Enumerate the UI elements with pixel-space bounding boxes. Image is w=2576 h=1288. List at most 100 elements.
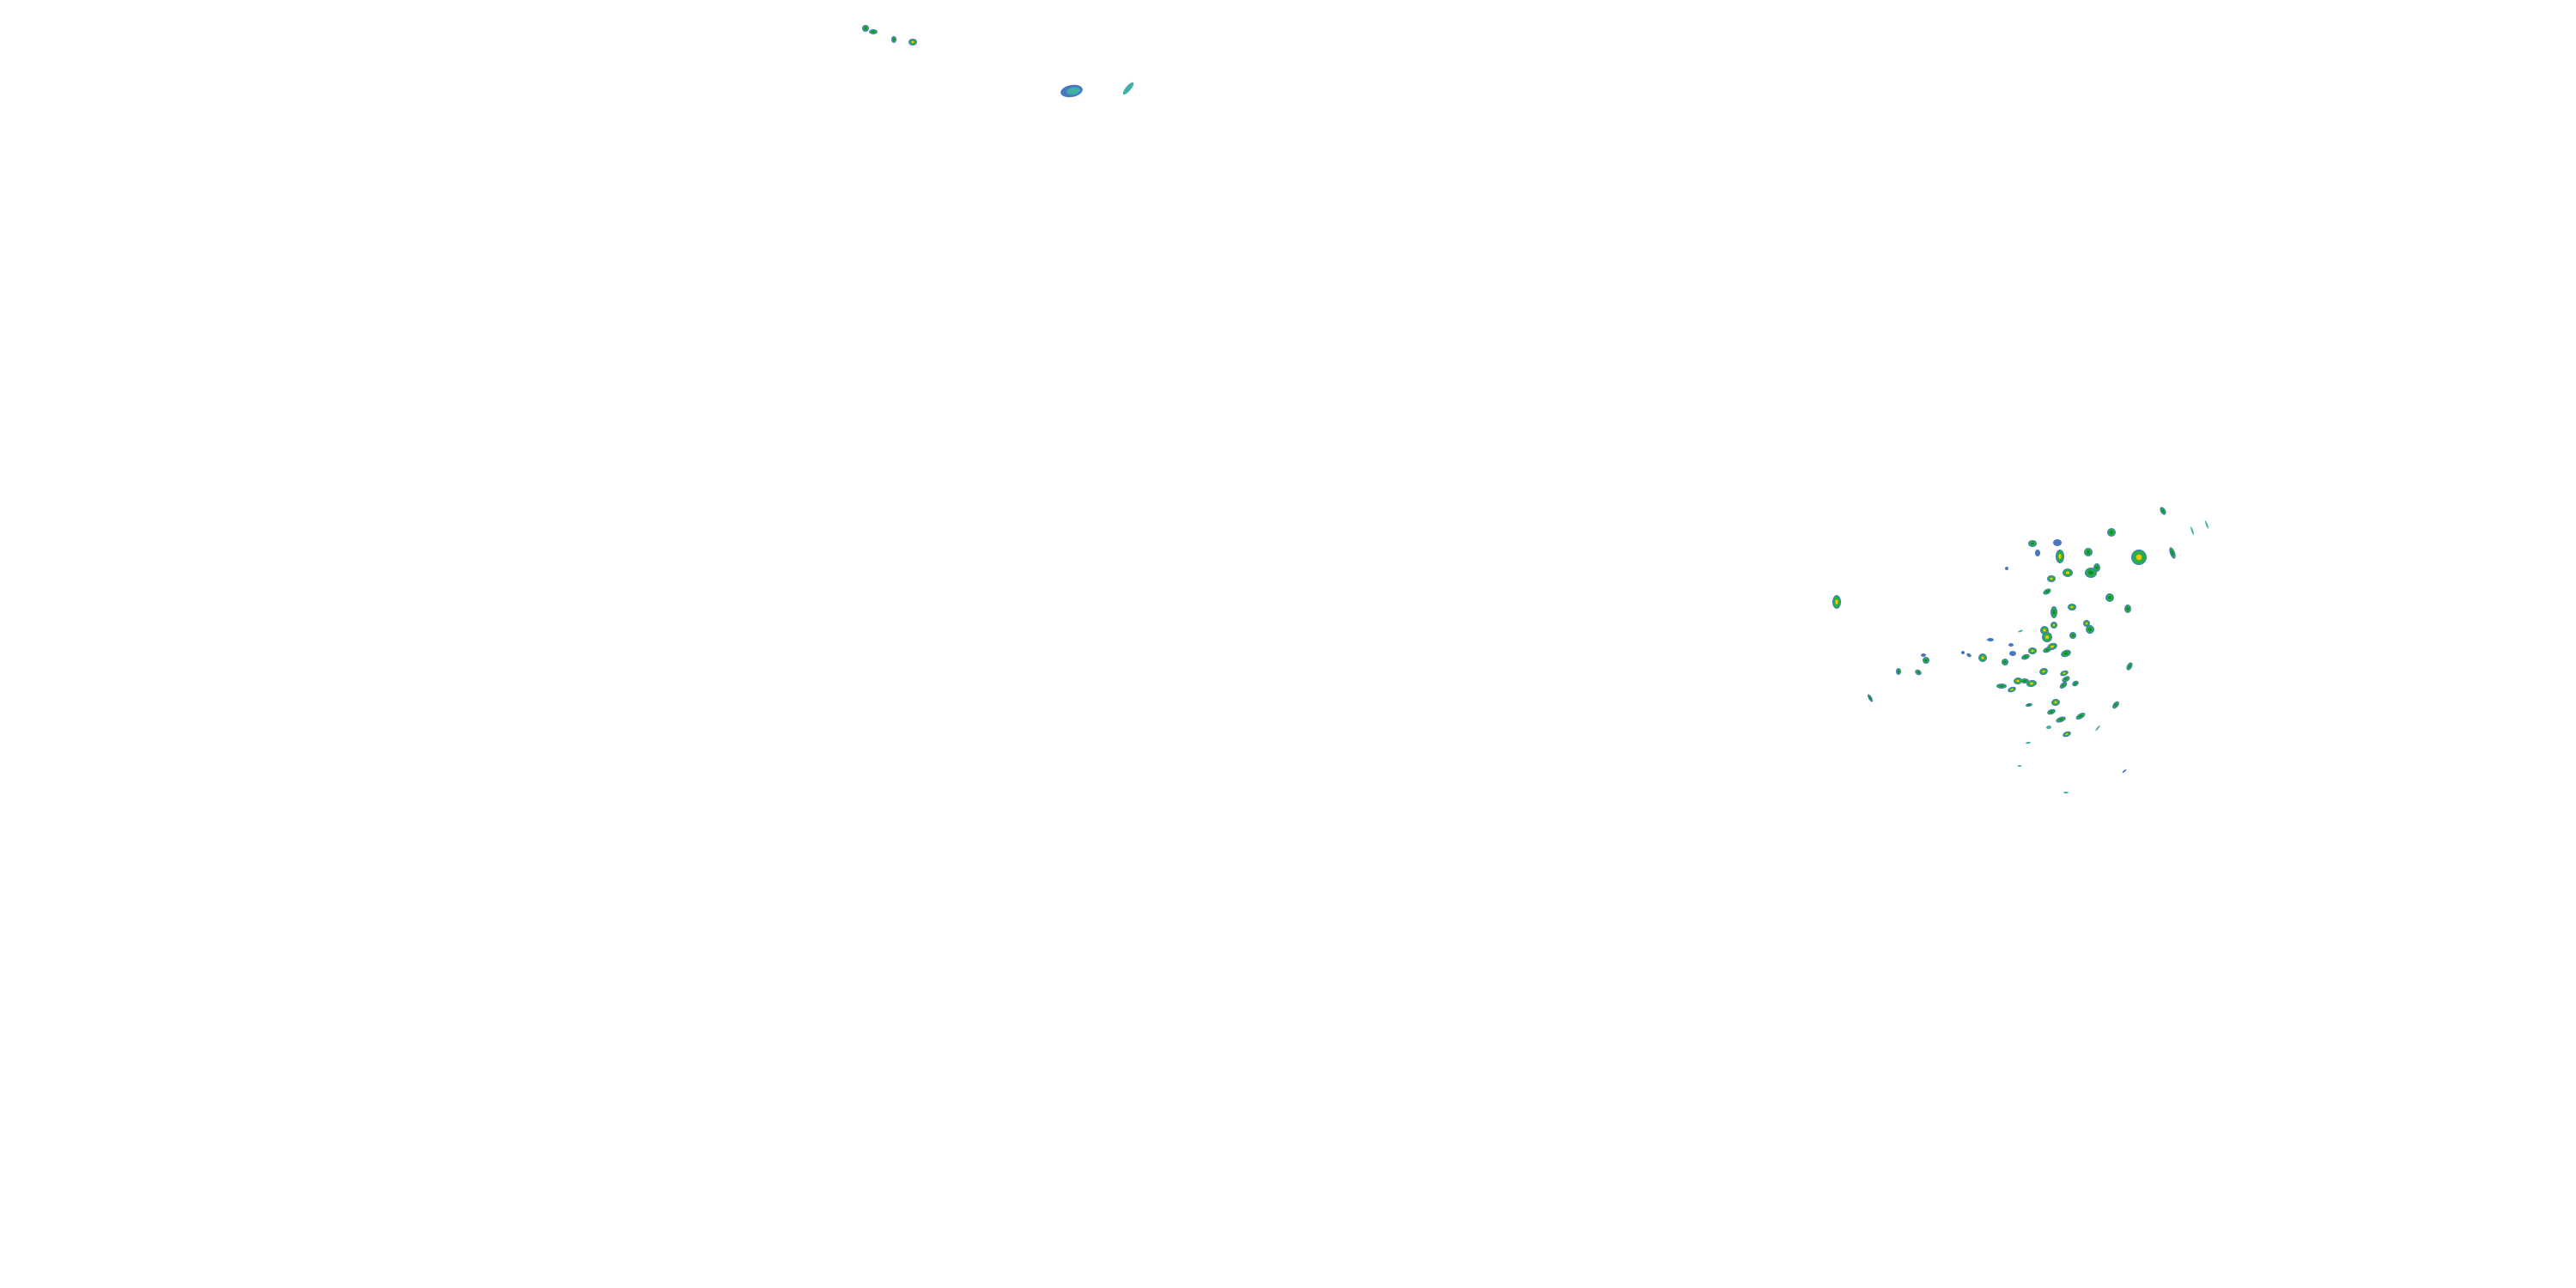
- radar-echo-cell: [2039, 667, 2048, 676]
- radar-echo-cell: [2047, 708, 2056, 715]
- moderate-echo-core: [2087, 550, 2090, 554]
- radar-echo-cell: [2040, 626, 2049, 635]
- radar-echo-cell: [2050, 622, 2057, 629]
- heavy-echo-core: [2054, 701, 2057, 704]
- moderate-echo-core: [1917, 671, 1920, 674]
- radar-echo-cell: [1832, 595, 1841, 609]
- radar-echo-cell: [2053, 539, 2062, 546]
- light-echo: [2018, 765, 2021, 767]
- moderate-echo-core: [2108, 596, 2111, 599]
- radar-echo-cell: [2072, 680, 2079, 687]
- radar-echo-cell: [2056, 716, 2066, 723]
- moderate-echo-core: [1898, 670, 1899, 673]
- light-echo: [2053, 539, 2062, 546]
- moderate-echo-core: [1868, 696, 1872, 700]
- moderate-echo-core: [2045, 648, 2049, 652]
- radar-echo-cell: [1923, 657, 1929, 664]
- radar-echo-cell: [2107, 528, 2116, 537]
- light-echo: [2063, 792, 2069, 793]
- radar-echo-cell: [2028, 647, 2037, 654]
- radar-echo-cell: [2043, 588, 2051, 595]
- heavy-echo-core: [2065, 571, 2070, 574]
- radar-echo-cell: [2122, 769, 2127, 774]
- light-echo: [1961, 651, 1965, 654]
- radar-echo-cell: [862, 25, 869, 32]
- radar-echo-cell: [891, 36, 896, 43]
- radar-echo-cell: [2047, 642, 2057, 651]
- radar-echo-cell: [2063, 568, 2073, 577]
- radar-echo-cell: [2026, 679, 2037, 688]
- radar-echo-cell: [1122, 82, 1134, 95]
- radar-echo-cell: [2063, 731, 2071, 738]
- radar-echo-cell: [2160, 507, 2166, 515]
- heavy-echo-core: [2070, 605, 2074, 609]
- radar-echo-cell: [2190, 526, 2194, 535]
- moderate-echo-core: [864, 27, 867, 30]
- light-echo: [2095, 725, 2100, 732]
- radar-echo-cell: [2020, 678, 2029, 683]
- radar-echo-cell: [2056, 550, 2064, 563]
- radar-echo-cell: [2018, 629, 2023, 633]
- radar-echo-cell: [2059, 682, 2068, 689]
- radar-echo-cell: [1921, 653, 1926, 657]
- moderate-echo-core: [2128, 665, 2131, 668]
- moderate-echo-core: [1999, 685, 2004, 687]
- moderate-echo-core: [2031, 542, 2034, 545]
- radar-echo-cell: [869, 29, 878, 34]
- radar-echo-cell: [2047, 575, 2056, 582]
- moderate-echo-core: [2078, 714, 2083, 718]
- radar-echo-cell: [2060, 670, 2069, 677]
- heavy-echo-core: [1835, 598, 1838, 605]
- radar-echo-cell: [2005, 567, 2008, 570]
- radar-echo-cell: [2126, 662, 2133, 671]
- radar-echo-cell: [1961, 651, 1965, 654]
- radar-echo-cell: [2008, 643, 2014, 647]
- radar-echo-cell: [2131, 550, 2147, 565]
- radar-echo-cell: [1867, 694, 1874, 702]
- radar-echo-cell: [2083, 620, 2090, 627]
- radar-echo-cell: [2063, 792, 2069, 793]
- light-echo: [1987, 638, 1994, 641]
- heavy-echo-core: [2063, 671, 2066, 675]
- radar-echo-cell: [1996, 683, 2007, 689]
- radar-echo-cell: [2014, 677, 2022, 685]
- radar-echo-cell: [2062, 676, 2070, 683]
- moderate-echo-core: [2023, 680, 2026, 682]
- radar-echo-cell: [2021, 653, 2030, 660]
- radar-echo-cell: [2093, 563, 2100, 572]
- radar-echo-cell: [2205, 520, 2208, 529]
- radar-echo-cell: [2018, 765, 2021, 767]
- heavy-echo-core: [2052, 623, 2056, 627]
- moderate-echo-core: [2058, 718, 2063, 721]
- moderate-echo-core: [2050, 710, 2053, 714]
- moderate-echo-core: [2110, 531, 2113, 534]
- light-echo: [2026, 741, 2031, 744]
- moderate-echo-core: [2024, 655, 2027, 659]
- heavy-echo-core: [2058, 553, 2062, 560]
- radar-echo-cell: [1896, 668, 1901, 675]
- radar-echo-cell: [2050, 606, 2057, 618]
- radar-echo-cell: [2095, 725, 2100, 732]
- moderate-echo-core: [2074, 682, 2077, 685]
- heavy-echo-core: [2044, 635, 2050, 640]
- light-echo: [1966, 653, 1971, 658]
- light-echo: [1122, 82, 1134, 95]
- heavy-echo-core: [2010, 688, 2014, 691]
- radar-echo-cell: [1915, 669, 1922, 676]
- moderate-echo-core: [2095, 566, 2099, 569]
- moderate-echo-core: [2071, 634, 2075, 637]
- light-echo: [2009, 651, 2016, 656]
- light-echo: [2190, 526, 2194, 535]
- radar-echo-cell: [1978, 653, 1987, 662]
- heavy-echo-core: [2043, 629, 2046, 632]
- light-echo: [2046, 725, 2051, 730]
- heavy-echo-core: [2065, 732, 2069, 736]
- radar-echo-cell: [2105, 593, 2114, 602]
- radar-echo-cell: [2009, 651, 2016, 656]
- heavy-echo-core: [2050, 577, 2053, 580]
- moderate-echo-core: [2126, 607, 2129, 611]
- moderate-echo-core: [872, 31, 875, 33]
- radar-echo-cell: [2028, 540, 2037, 547]
- heavy-echo-core: [1981, 656, 1984, 659]
